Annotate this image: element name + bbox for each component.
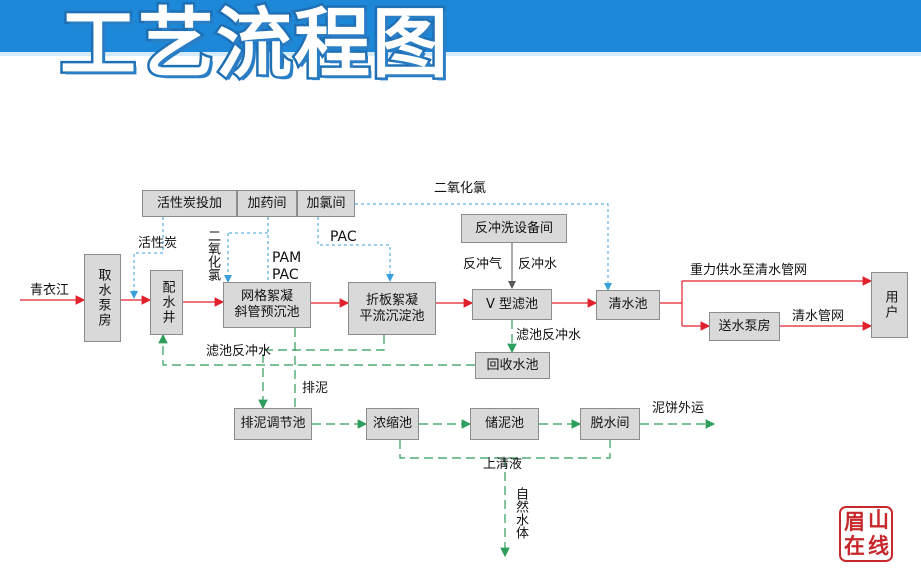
sludge-discharge-label: 排泥 — [302, 381, 329, 396]
main-flow-lines — [20, 276, 873, 331]
recovery-water-tank: 回收水池 — [475, 352, 550, 379]
supply-pump-station: 送水泵房 — [709, 312, 780, 341]
gravity-supply-label: 重力供水至清水管网 — [690, 263, 808, 278]
backwash-air-label: 反冲气 — [463, 257, 503, 272]
sludge-cake-label: 泥饼外运 — [652, 401, 705, 416]
seal-char-2: 山 — [868, 507, 889, 532]
chlorine-dioxide-vertical-label: 二氧化氯 — [205, 229, 220, 281]
seal-char-1: 眉 — [844, 509, 865, 534]
clear-network-label: 清水管网 — [792, 309, 845, 324]
filter-backwash-return-label: 滤池反冲水 — [206, 344, 272, 359]
sludge-regulation-tank: 排泥调节池 — [234, 408, 312, 440]
user-box: 用户 — [871, 272, 908, 338]
source-label: 青衣江 — [30, 283, 70, 298]
supernatant-label: 上清液 — [483, 457, 523, 472]
filter-backwash-label: 滤池反冲水 — [516, 328, 582, 343]
v-filter: V 型滤池 — [472, 289, 552, 320]
chlorine-room: 加氯间 — [297, 190, 355, 217]
plate-flocculation-tank: 折板絮凝 平流沉淀池 — [348, 282, 436, 335]
intake-pump-station: 取水泵房 — [84, 254, 121, 342]
title-banner — [0, 0, 921, 52]
pac-label-1: PAC — [272, 267, 299, 283]
pam-label: PAM — [272, 250, 302, 266]
seal-char-3: 在 — [844, 533, 865, 558]
distribution-well: 配水井 — [150, 270, 183, 335]
chlorine-dioxide-label: 二氧化氯 — [434, 181, 487, 196]
backwash-water-label: 反冲水 — [518, 257, 558, 272]
seal-char-4: 线 — [868, 533, 889, 558]
thickener-tank: 浓缩池 — [366, 408, 419, 440]
title-banner-band — [0, 52, 921, 56]
activated-carbon-dosing: 活性炭投加 — [142, 190, 237, 217]
pac-label-2: PAC — [330, 229, 357, 245]
seal-logo: 眉 山 在 线 — [838, 505, 894, 563]
activated-carbon-label: 活性炭 — [138, 236, 178, 251]
clear-water-tank: 清水池 — [596, 290, 660, 320]
page-title: 工艺流程图 — [58, 0, 451, 91]
chemical-dosing-room: 加药间 — [237, 190, 297, 217]
dewatering-room: 脱水间 — [580, 408, 640, 440]
sludge-storage-tank: 储泥池 — [470, 408, 539, 440]
sludge-lines — [158, 320, 716, 558]
dosing-lines — [130, 203, 612, 299]
seal-frame — [839, 506, 893, 562]
natural-water-label: 自然水体 — [513, 487, 528, 539]
grid-flocculation-tank: 网格絮凝 斜管预沉池 — [223, 282, 311, 328]
backwash-equipment-room: 反冲洗设备间 — [461, 214, 567, 243]
